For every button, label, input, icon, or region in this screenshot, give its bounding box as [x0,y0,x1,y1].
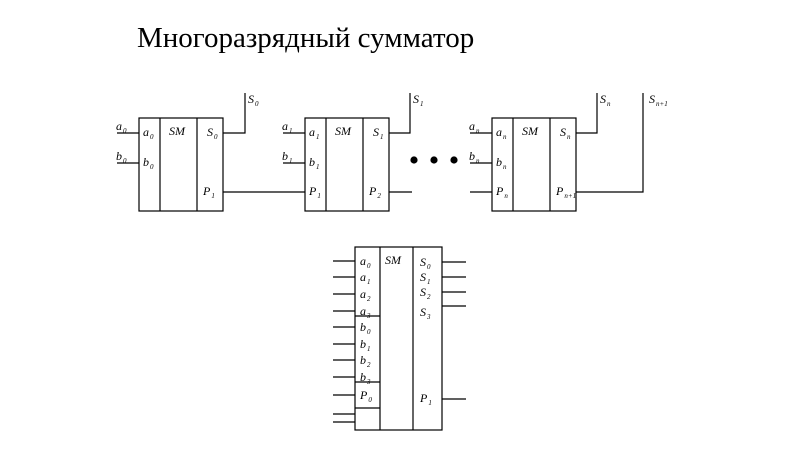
bottom-input-label-a0: a0 [360,254,371,270]
input-ext-label-b0: b0 [116,149,127,165]
carry-out-wire [576,93,644,193]
bottom-output-label-s1: S1 [420,270,431,286]
bottom-input-label-b3: b3 [360,370,371,386]
bottom-carry-out-label: P1 [419,391,432,407]
sum-out-ext-label: Sn [600,92,611,108]
sum-out-ext-label: S1 [413,92,424,108]
input-ext-label-b1: b1 [282,149,293,165]
ellipsis-dots [410,156,458,164]
input-ext-label-an: an [469,119,480,135]
bottom-carry-in-label: P0 [359,388,372,404]
input-int-label-b0: b0 [143,155,154,171]
sum-out-int-label: S0 [207,125,218,141]
bottom-input-label-a1: a1 [360,270,371,286]
sum-out-wire [223,93,246,134]
bottom-output-label-s3: S3 [420,305,431,321]
carry-out-label: P1 [202,184,215,200]
bottom-input-label-b1: b1 [360,337,371,353]
input-int-label-a1: a1 [309,125,320,141]
input-int-label-bn: bn [496,155,507,171]
carry-in-label: P1 [308,184,321,200]
ellipsis-dot [410,156,418,164]
adder-name-label: SM [169,124,186,138]
ellipsis-dot [430,156,438,164]
carry-out-label: P2 [368,184,381,200]
input-ext-label-a0: a0 [116,119,127,135]
bottom-adder-name-label: SM [385,253,402,267]
adder-outline [138,117,224,212]
sum-out-wire [389,93,411,134]
adder-name-label: SM [522,124,539,138]
sum-out-int-label: S1 [373,125,384,141]
carry-in-label: Pn [495,184,508,200]
sum-out-ext-label: S0 [248,92,259,108]
input-int-label-a0: a0 [143,125,154,141]
carry-out-ext-label: Sn+1 [649,92,668,108]
carry-out-label: Pn+1 [555,184,576,200]
input-int-label-b1: b1 [309,155,320,171]
adder-outline [304,117,390,212]
input-ext-label-bn: bn [469,149,480,165]
bottom-adder-outline [354,246,443,431]
adder-outline [491,117,577,212]
bottom-input-label-b2: b2 [360,353,371,369]
bottom-input-label-a3: a3 [360,304,371,320]
adder-name-label: SM [335,124,352,138]
bottom-input-label-b0: b0 [360,320,371,336]
bottom-input-label-a2: a2 [360,287,371,303]
bottom-output-label-s2: S2 [420,285,431,301]
page-title: Многоразрядный сумматор [137,22,475,54]
input-ext-label-a1: a1 [282,119,293,135]
input-int-label-an: an [496,125,507,141]
ellipsis-dot [450,156,458,164]
sum-out-int-label: Sn [560,125,571,141]
sum-out-wire [576,93,598,134]
bottom-output-label-s0: S0 [420,255,431,271]
